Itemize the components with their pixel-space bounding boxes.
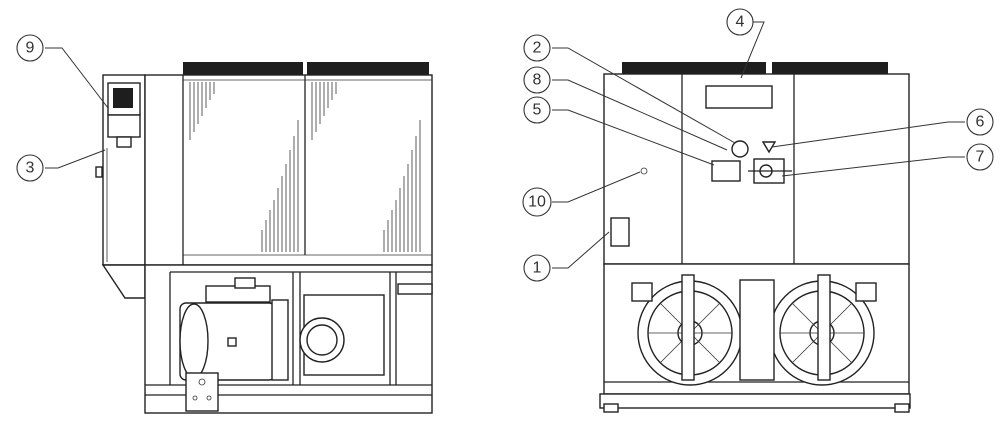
svg-text:3: 3 (26, 160, 35, 177)
callout-6: 6 (966, 108, 994, 136)
fan-shroud-left (183, 62, 303, 75)
foot-right (894, 403, 910, 413)
motor-right (855, 282, 877, 302)
end-skid (599, 393, 911, 409)
end-view (599, 62, 911, 413)
fan-shroud-right (307, 62, 429, 75)
leader-lines (45, 21, 965, 269)
svg-text:10: 10 (528, 194, 546, 211)
callout-2: 2 (523, 34, 551, 62)
right-pipe (397, 283, 433, 295)
svg-text:2: 2 (533, 40, 542, 57)
name-plate (705, 85, 773, 109)
condenser-coil-right (311, 82, 421, 252)
callout-5: 5 (523, 96, 551, 124)
end-fan-shroud-right (772, 62, 888, 74)
callout-8: 8 (523, 66, 551, 94)
svg-text:8: 8 (533, 72, 542, 89)
end-fan-shroud-left (622, 62, 766, 74)
central-piping (739, 279, 775, 381)
compressor-flange-inner (306, 324, 338, 356)
electrical-box (610, 217, 630, 247)
receiver-tank-end (179, 303, 209, 379)
callout-4: 4 (726, 8, 754, 36)
callout-9: 9 (16, 34, 44, 62)
control-display (113, 88, 133, 108)
control-panel-switch (107, 114, 141, 138)
motor-left (631, 282, 653, 302)
gauge (731, 140, 749, 158)
post-right (817, 274, 831, 381)
foot-left (603, 403, 619, 413)
side-view (95, 62, 433, 414)
main-switch (116, 136, 132, 148)
svg-text:9: 9 (26, 40, 35, 57)
post-left (681, 274, 695, 381)
callout-7: 7 (966, 143, 994, 171)
side-handle (95, 166, 103, 178)
svg-text:5: 5 (533, 102, 542, 119)
condenser-coil-left (189, 82, 299, 252)
upper-housing (144, 74, 433, 266)
svg-text:7: 7 (976, 149, 985, 166)
callout-1: 1 (523, 254, 551, 282)
svg-text:6: 6 (976, 114, 985, 131)
valve-box (711, 160, 741, 182)
control-box-skirt (101, 264, 146, 299)
small-fitting (640, 167, 648, 175)
valve-top (234, 277, 256, 289)
svg-text:1: 1 (533, 260, 542, 277)
tank-flange (271, 299, 289, 381)
callout-3: 3 (16, 154, 44, 182)
svg-text:4: 4 (736, 14, 745, 31)
callout-10: 10 (522, 187, 552, 217)
tank-fitting (227, 337, 237, 347)
